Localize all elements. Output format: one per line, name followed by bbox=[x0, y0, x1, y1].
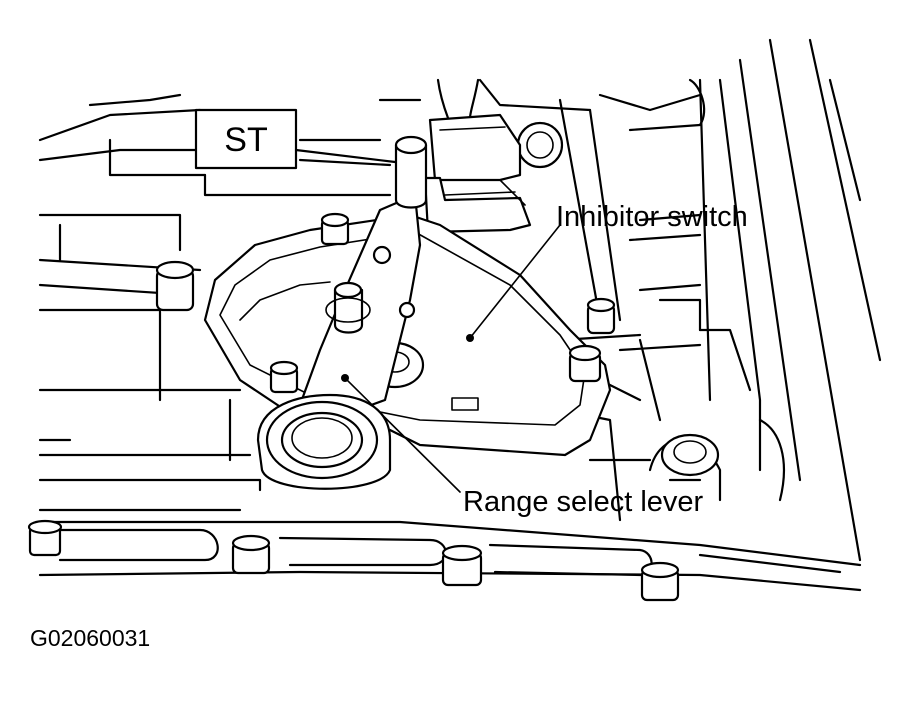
boss bbox=[516, 121, 564, 169]
inhibitor-switch-leader-line bbox=[469, 224, 561, 339]
special-tool-label: ST bbox=[194, 108, 397, 170]
range-select-lever-leader-line bbox=[344, 377, 461, 493]
case-bosses bbox=[155, 121, 720, 477]
range-select-lever bbox=[256, 135, 428, 490]
boss bbox=[660, 433, 720, 477]
harness-connector bbox=[423, 78, 532, 234]
st-label-text: ST bbox=[224, 121, 267, 159]
inhibitor-switch-label: Inhibitor switch bbox=[556, 201, 748, 233]
bolt bbox=[231, 534, 271, 575]
inhibitor-switch-callout: Inhibitor switch bbox=[469, 201, 748, 339]
switch-bolt bbox=[269, 360, 299, 394]
bolt bbox=[441, 544, 483, 587]
range-select-lever-callout: Range select lever bbox=[344, 377, 704, 518]
st-leader-line bbox=[294, 148, 397, 164]
bolt bbox=[640, 561, 680, 602]
boss bbox=[586, 297, 616, 335]
boss bbox=[155, 260, 195, 312]
st-label-box bbox=[194, 108, 298, 170]
figure-code: G02060031 bbox=[30, 625, 150, 651]
bolt bbox=[27, 519, 63, 557]
switch-bolt bbox=[320, 212, 350, 246]
flange-bolts bbox=[27, 519, 680, 602]
range-select-lever-label: Range select lever bbox=[463, 486, 704, 518]
switch-bolt bbox=[568, 344, 602, 383]
